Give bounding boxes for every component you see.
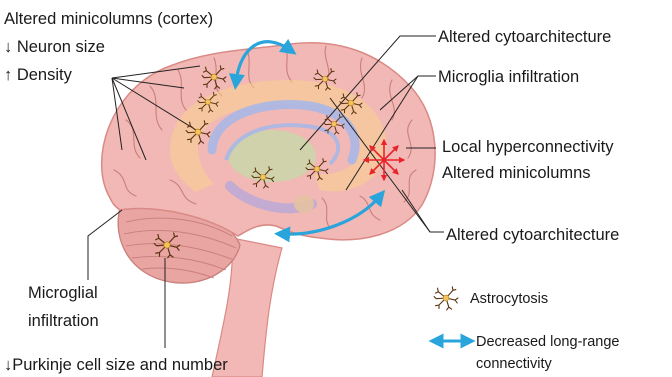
label-minicolumns: Altered minicolumns (cortex) [4, 10, 213, 28]
starburst-icon [364, 140, 404, 180]
label-microglial-2: infiltration [28, 312, 99, 330]
legend: Astrocytosis Decreased long-range connec… [434, 287, 619, 372]
label-purkinje: ↓Purkinje cell size and number [4, 356, 228, 374]
legend-long-range-2: connectivity [476, 356, 553, 372]
astrocyte-icon [434, 287, 458, 310]
label-local-hyperconnectivity: Local hyperconnectivity [442, 138, 614, 156]
label-cytoarchitecture-bottom: Altered cytoarchitecture [446, 226, 619, 244]
label-microglial-1: Microglial [28, 284, 98, 302]
label-cytoarchitecture-top: Altered cytoarchitecture [438, 28, 611, 46]
legend-astrocytosis: Astrocytosis [470, 291, 548, 307]
label-altered-minicolumns: Altered minicolumns [442, 164, 591, 182]
label-microglia: Microglia infiltration [438, 68, 579, 86]
label-density: ↑ Density [4, 66, 73, 84]
amygdala [294, 195, 314, 213]
legend-long-range-1: Decreased long-range [476, 334, 619, 350]
label-neuron-size: ↓ Neuron size [4, 38, 105, 56]
